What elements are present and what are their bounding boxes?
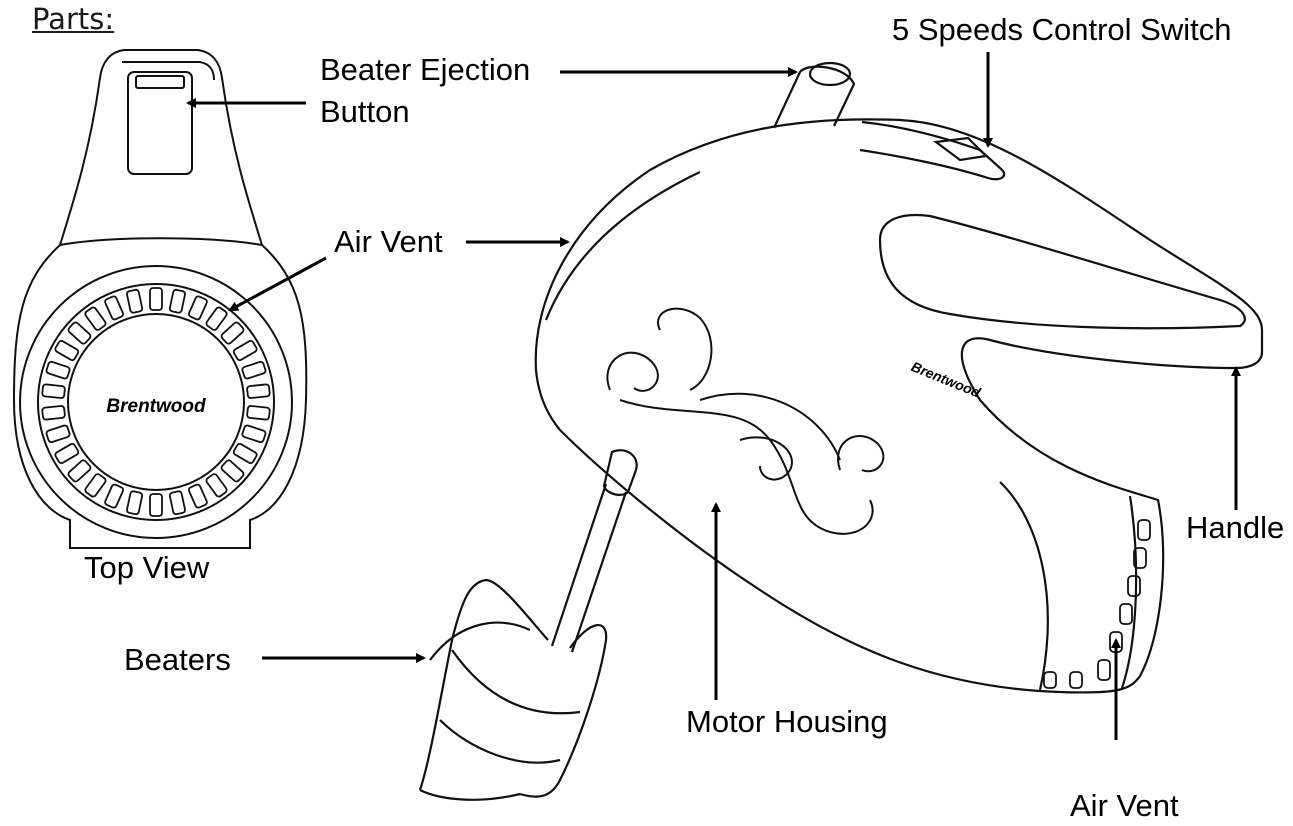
label-air-vent-top: Air Vent	[334, 224, 443, 259]
label-speed-switch: 5 Speeds Control Switch	[892, 12, 1232, 47]
label-beater-ejection-line1: Beater Ejection	[320, 52, 531, 87]
top-view-illustration: Brentwood	[12, 49, 308, 549]
label-beater-ejection-line2: Button	[320, 94, 410, 129]
label-top-view: Top View	[84, 550, 210, 585]
label-beaters: Beaters	[124, 642, 231, 677]
side-vent-slots	[1043, 519, 1151, 689]
label-air-vent-bottom: Air Vent	[1070, 788, 1179, 823]
label-motor-housing: Motor Housing	[686, 704, 888, 739]
top-vent-slots	[41, 287, 271, 517]
label-handle: Handle	[1186, 510, 1285, 545]
decorative-swirl	[606, 307, 885, 535]
top-view-brand-logo: Brentwood	[106, 396, 206, 417]
parts-heading: Parts:	[32, 2, 115, 36]
callout-arrows	[186, 52, 1241, 740]
housing-brand-logo: Brentwood	[909, 358, 983, 400]
mixer-illustration: Brentwood	[418, 61, 1264, 801]
arrow-air-vent-top-view	[228, 256, 327, 312]
